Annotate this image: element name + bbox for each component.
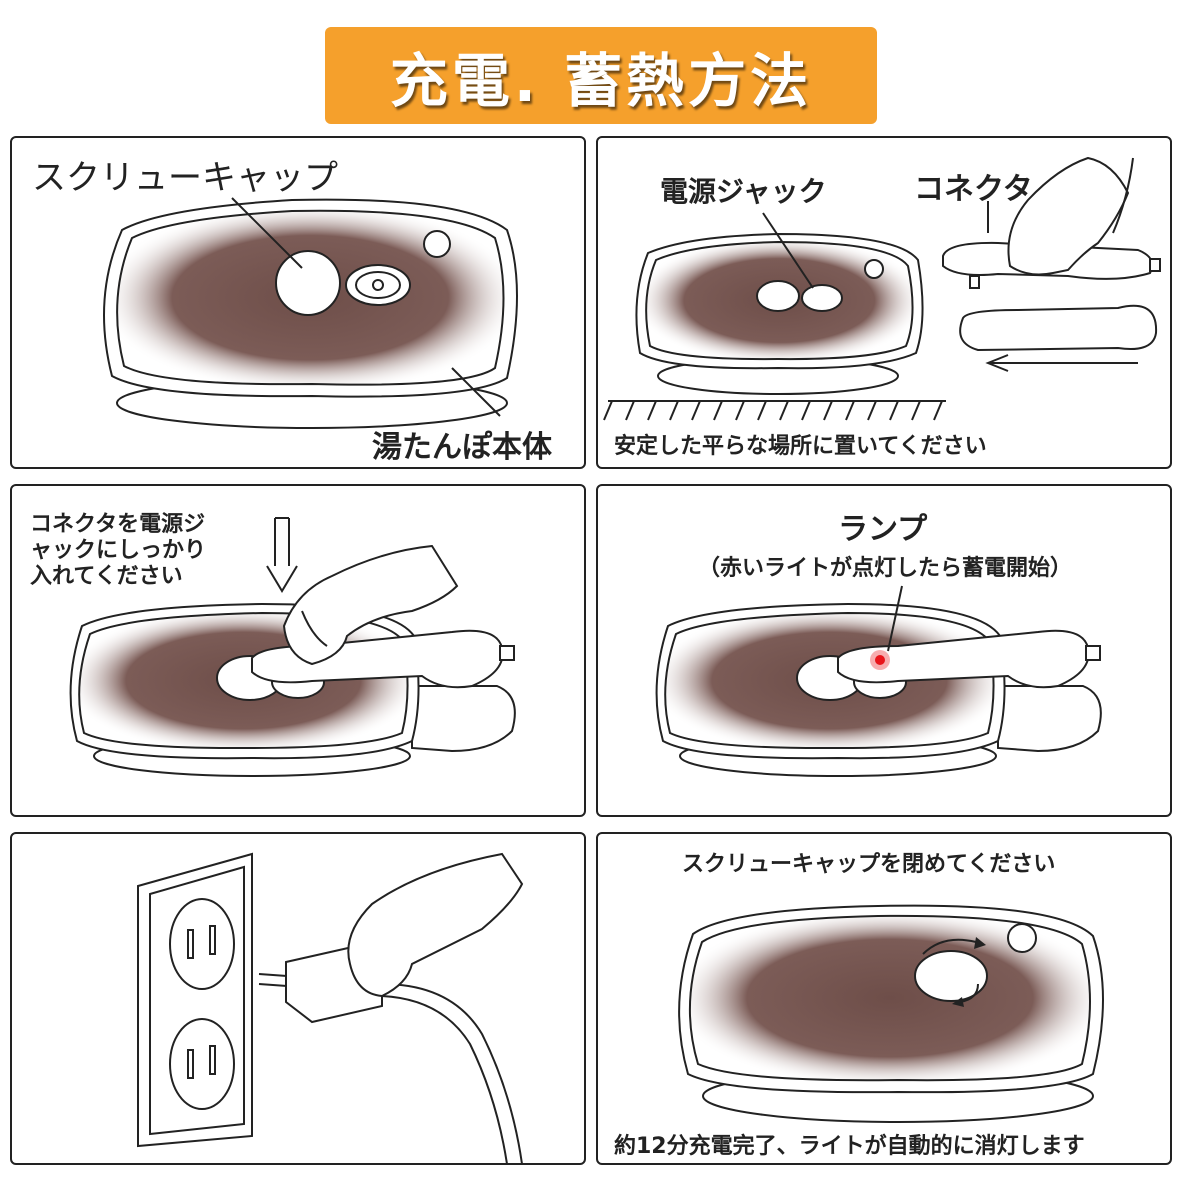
panel-insert-connector: コネクタを電源ジ ャックにしっかり 入れてください — [10, 484, 586, 817]
label-power-jack: 電源ジャック — [660, 170, 827, 210]
plug-in-illustration — [12, 834, 586, 1165]
label-lamp: ランプ — [838, 504, 927, 548]
label-bottle-body: 湯たんぽ本体 — [372, 422, 552, 466]
panel-close-cap: スクリューキャップを閉めてください 約12分充電完了、ライトが自動的に消灯します — [596, 832, 1172, 1165]
instruction-close-cap: スクリューキャップを閉めてください — [682, 846, 1055, 878]
note-lamp: （赤いライトが点灯したら蓄電開始） — [698, 550, 1072, 582]
caption-charge-complete: 約12分充電完了、ライトが自動的に消灯します — [614, 1128, 1085, 1160]
caption-place-flat: 安定した平らな場所に置いてください — [614, 428, 987, 460]
panel-place-flat: 電源ジャック コネクタ 安定した平らな場所に置いてください — [596, 136, 1172, 469]
label-connector: コネクタ — [914, 164, 1033, 208]
label-screw-cap: スクリューキャップ — [32, 150, 338, 199]
arrow-left-icon — [988, 355, 1138, 371]
arrow-down-icon — [267, 518, 297, 591]
panel-bottle-parts: スクリューキャップ 湯たんぽ本体 — [10, 136, 586, 469]
page-title: 充電. 蓄熱方法 — [325, 27, 877, 124]
close-cap-illustration — [598, 834, 1172, 1165]
panel-lamp: ランプ （赤いライトが点灯したら蓄電開始） — [596, 484, 1172, 817]
panel-plug-in — [10, 832, 586, 1165]
lamp-icon — [870, 650, 890, 670]
instruction-insert-line3: 入れてください — [30, 558, 183, 590]
outlet-icon — [138, 854, 252, 1146]
hand-icon — [348, 854, 522, 996]
ground-hatch — [604, 401, 946, 420]
